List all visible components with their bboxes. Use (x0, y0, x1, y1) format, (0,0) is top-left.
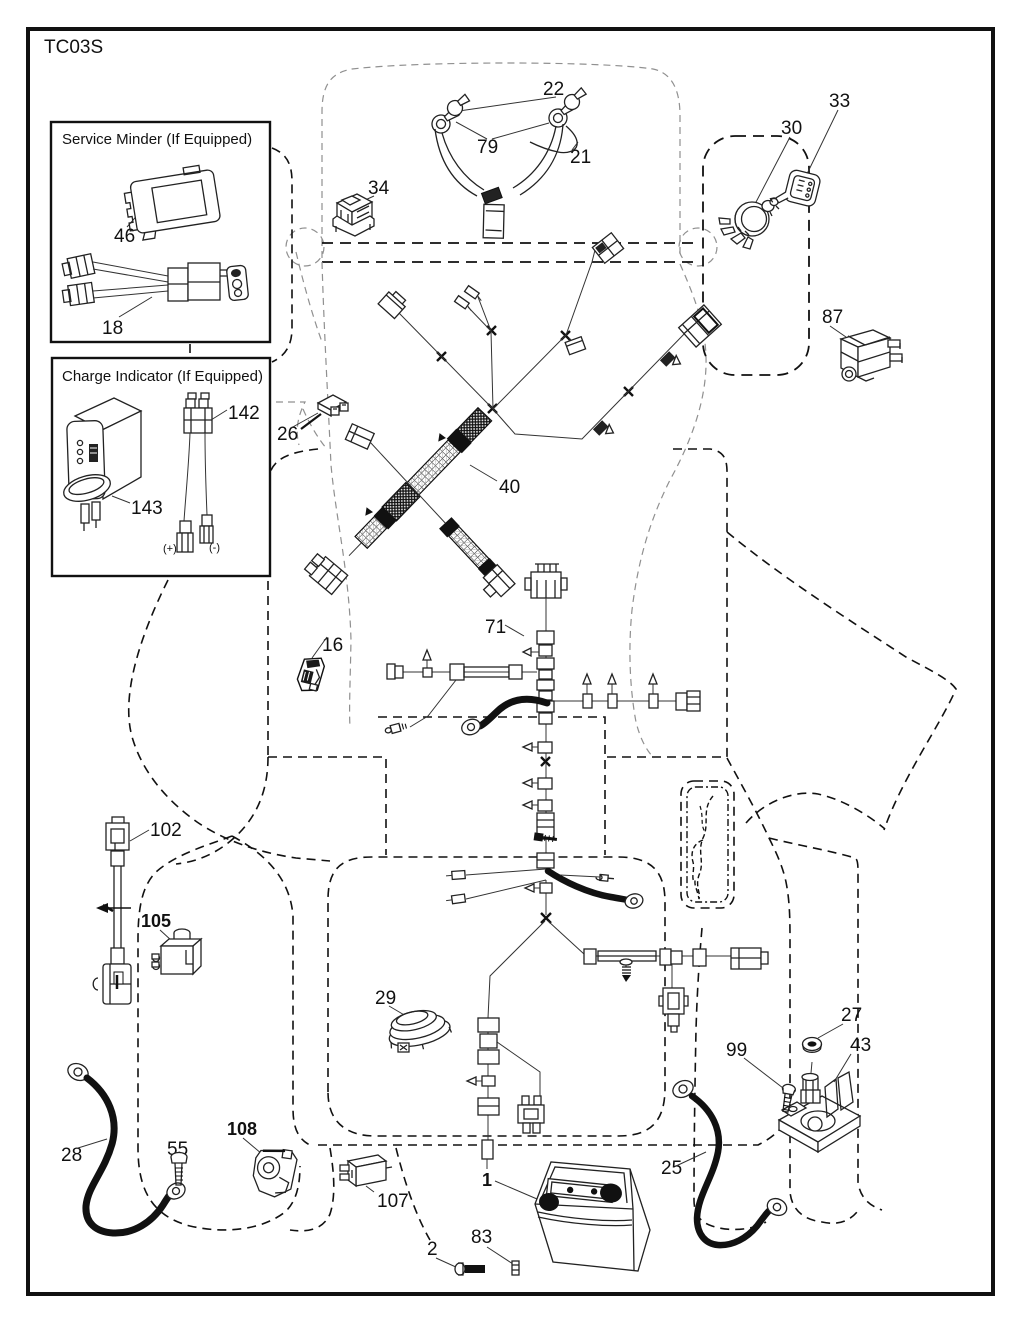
svg-text:27: 27 (841, 1005, 862, 1026)
svg-text:99: 99 (726, 1040, 747, 1061)
svg-text:83: 83 (471, 1227, 492, 1248)
svg-text:46: 46 (114, 226, 135, 247)
svg-text:87: 87 (822, 307, 843, 328)
svg-text:22: 22 (543, 79, 564, 100)
svg-text:2: 2 (427, 1239, 438, 1260)
svg-text:143: 143 (131, 498, 163, 519)
svg-text:33: 33 (829, 91, 850, 112)
svg-text:25: 25 (661, 1158, 682, 1179)
svg-text:26: 26 (277, 424, 298, 445)
svg-text:102: 102 (150, 820, 182, 841)
svg-text:40: 40 (499, 477, 520, 498)
svg-text:71: 71 (485, 617, 506, 638)
svg-text:21: 21 (570, 147, 591, 168)
svg-text:(+): (+) (163, 543, 177, 555)
svg-text:105: 105 (141, 911, 171, 931)
svg-text:18: 18 (102, 318, 123, 339)
svg-text:16: 16 (322, 635, 343, 656)
svg-text:108: 108 (227, 1119, 257, 1139)
svg-text:29: 29 (375, 988, 396, 1009)
svg-text:34: 34 (368, 178, 390, 199)
svg-text:Charge Indicator (If Equipped): Charge Indicator (If Equipped) (62, 368, 263, 385)
svg-text:142: 142 (228, 403, 260, 424)
svg-text:Service Minder (If Equipped): Service Minder (If Equipped) (62, 131, 252, 148)
svg-text:(-): (-) (209, 542, 220, 554)
svg-text:TC03S: TC03S (44, 37, 103, 58)
svg-text:1: 1 (482, 1170, 492, 1190)
svg-text:107: 107 (377, 1191, 409, 1212)
svg-text:79: 79 (477, 137, 498, 158)
svg-text:28: 28 (61, 1145, 82, 1166)
svg-text:30: 30 (781, 118, 802, 139)
svg-text:43: 43 (850, 1035, 871, 1056)
